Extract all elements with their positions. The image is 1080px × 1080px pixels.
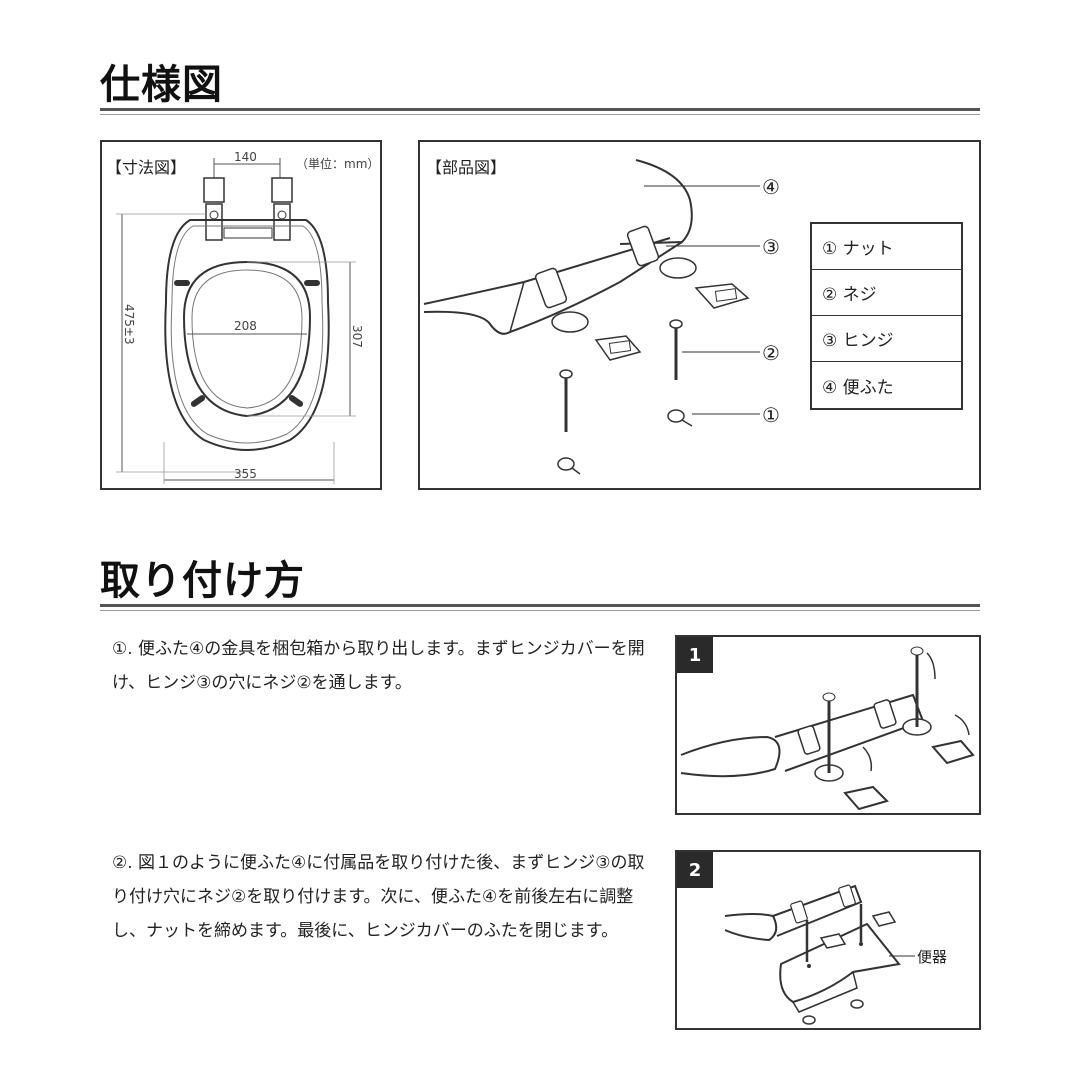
figure-2-badge: 2 — [677, 852, 713, 888]
figure-1-drawing — [680, 646, 975, 811]
figure-2-panel: 2 便器 — [675, 850, 981, 1030]
install-title-rule-thin — [100, 610, 980, 611]
parts-panel-label: 【部品図】 — [426, 158, 507, 177]
figure-1-badge: 1 — [677, 637, 713, 673]
parts-legend-table: ① ナット ② ネジ ③ ヒンジ ④ 便ふた — [810, 222, 963, 410]
spec-section-title: 仕様図 — [100, 62, 223, 108]
parts-legend-row: ② ネジ — [812, 270, 961, 316]
dimension-panel-label: 【寸法図】 — [106, 158, 187, 177]
parts-legend-row: ④ 便ふた — [822, 377, 894, 398]
figure-1-panel: 1 — [675, 635, 981, 815]
step-1-text: ①. 便ふた④の金具を梱包箱から取り出します。まずヒンジカバーを開け、ヒンジ③の… — [112, 639, 645, 693]
dim-inner-length: 307 — [350, 325, 364, 348]
parts-legend-row: ③ ヒンジ — [812, 316, 961, 362]
dim-inner-width: 208 — [234, 319, 257, 333]
install-title-rule — [100, 604, 980, 607]
callout-nut: ① — [762, 403, 780, 427]
parts-legend-row: ① ナット — [812, 224, 961, 270]
step-2-text: ②. 図１のように便ふた④に付属品を取り付けた後、まずヒンジ③の取り付け穴にネジ… — [112, 853, 645, 941]
dim-length: 475±3 — [122, 304, 136, 345]
spec-title-rule-thin — [100, 114, 980, 115]
parts-drawing: ④ ③ ② ① — [423, 159, 780, 475]
figure-2-drawing: 便器 — [724, 884, 947, 1025]
dimension-panel: 【寸法図】 （単位：mm） 140 208 475±3 — [100, 140, 382, 490]
dim-outer-width: 355 — [234, 467, 257, 481]
callout-screw: ② — [762, 341, 780, 365]
unit-label: （単位：mm） — [296, 157, 380, 171]
dim-hinge-spacing: 140 — [234, 150, 257, 164]
toilet-label: 便器 — [917, 948, 947, 966]
spec-title-rule — [100, 108, 980, 111]
callout-lid: ④ — [762, 175, 780, 199]
install-section-title: 取り付け方 — [100, 558, 305, 604]
callout-hinge: ③ — [762, 235, 780, 259]
dimension-drawing: 140 208 475±3 307 3 — [116, 150, 364, 484]
